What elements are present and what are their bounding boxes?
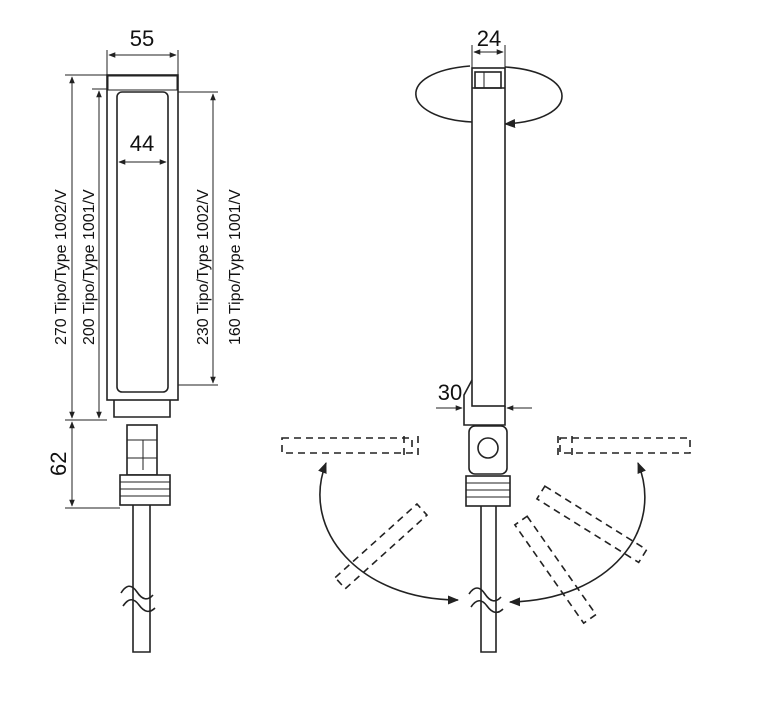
dashed-position-left-angled [334,502,429,590]
front-stem-break [120,585,156,613]
label-length-270: 270 Tipo/Type 1002/V [53,189,70,345]
front-case-top-band [107,75,178,91]
side-view: 24 30 [281,26,691,653]
dashed-position-right-horizontal [559,437,691,454]
side-stem [480,506,497,653]
dim-width-side: 24 [477,26,501,51]
rotation-ellipse [415,65,473,123]
side-top-cap [474,71,502,89]
side-offset-step [463,379,506,426]
side-case [471,67,506,407]
dashed-position-right-angled [535,485,648,564]
side-stem-break [468,587,504,614]
front-window [116,91,169,393]
swing-arc-right [508,461,646,607]
label-length-160: 160 Tipo/Type 1001/V [227,189,244,345]
swivel-pin [477,437,499,459]
dashed-position-left-horizontal [281,437,413,454]
dim-inner-width: 44 [130,131,154,156]
dim-stem-height: 62 [46,452,71,476]
label-length-230: 230 Tipo/Type 1002/V [195,189,212,345]
swing-arc-left [318,461,460,605]
dashed-position-left-tick [403,436,419,456]
dim-width-front: 55 [130,26,154,51]
front-neck [113,400,171,418]
front-case [106,74,179,401]
side-thread-fitting [465,475,511,507]
dim-side-offset: 30 [438,380,462,405]
dashed-position-right-steep [513,515,598,625]
front-stem [132,505,151,653]
label-length-200: 200 Tipo/Type 1001/V [81,189,98,345]
dashed-position-right-tick [557,436,573,456]
front-view: 55 44 270 Tipo/Type 1002/V 200 Tipo/Type… [46,26,244,653]
front-thread-fitting [119,474,171,506]
front-nut [126,424,158,476]
